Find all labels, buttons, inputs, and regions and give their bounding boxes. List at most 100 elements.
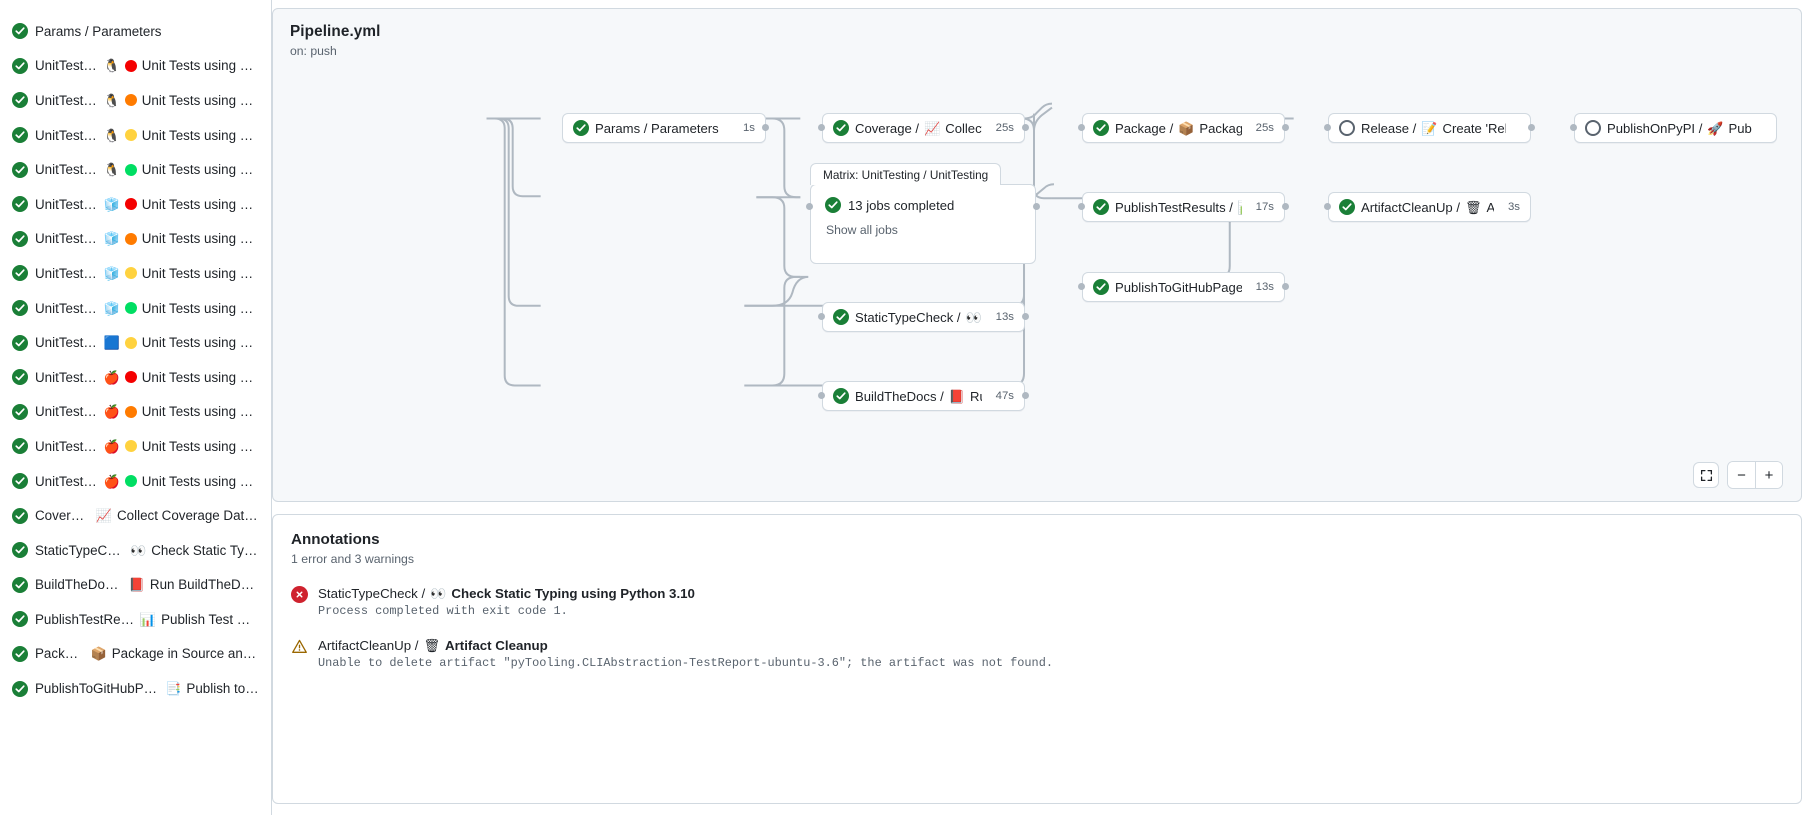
sidebar-item-label: UnitTesting / 🐧Unit Tests using Pyth... — [35, 128, 259, 143]
sidebar-item-job[interactable]: UnitTesting / 🧊Unit Tests using Pyth... — [4, 187, 267, 222]
job-name: UnitTesting / — [35, 231, 99, 247]
node-port-out — [1033, 203, 1040, 210]
success-icon — [12, 645, 28, 662]
graph-node-publishonpypi[interactable]: PublishOnPyPI / 🚀Publish to ... — [1574, 113, 1777, 143]
os-emoji-icon: 🧊 — [103, 231, 120, 247]
annotations-card: Annotations 1 error and 3 warnings Stati… — [272, 514, 1802, 804]
memo-emoji-icon: 📝 — [1421, 120, 1438, 136]
job-step-name: Publish Test Resu... — [161, 611, 259, 627]
success-icon — [1339, 199, 1355, 215]
job-name: PublishTestResults / — [35, 611, 135, 627]
python-version-dot-icon — [124, 267, 137, 280]
graph-node-params[interactable]: Params / Parameters 1s — [562, 113, 766, 143]
success-icon — [12, 611, 28, 628]
job-step-name: Unit Tests using Pyth... — [141, 335, 259, 351]
graph-node-package[interactable]: Package / 📦Package in So... 25s — [1082, 113, 1285, 143]
sidebar-item-label: BuildTheDocs / 📕Run BuildTheDocs — [35, 577, 259, 592]
sidebar-item-label: UnitTesting / 🐧Unit Tests using Pyth... — [35, 93, 259, 108]
zoom-in-button[interactable]: + — [1755, 462, 1782, 488]
sidebar-item-job[interactable]: UnitTesting / 🧊 Unit Tests using Pyth... — [4, 222, 267, 257]
node-port-out — [1282, 283, 1289, 290]
node-port-out — [1528, 124, 1535, 131]
graph-node-coverage[interactable]: Coverage / 📈Collect Cove... 25s — [822, 113, 1025, 143]
success-icon — [12, 369, 28, 386]
node-label: Release / 📝Create 'Release P... — [1361, 120, 1506, 136]
job-name: UnitTesting / — [35, 473, 99, 489]
graph-node-publishtestresults[interactable]: PublishTestResults / 📊Pu... 17s — [1082, 192, 1285, 222]
sidebar-item-job[interactable]: BuildTheDocs / 📕Run BuildTheDocs — [4, 568, 267, 603]
package-emoji-icon: 📦 — [1178, 120, 1195, 136]
job-name: PublishToGitHubPages / — [35, 681, 161, 697]
sidebar-item-job[interactable]: UnitTesting / 🍎Unit Tests using Pyth... — [4, 429, 267, 464]
success-icon — [1093, 199, 1109, 215]
sidebar-item-job[interactable]: UnitTesting / 🐧Unit Tests using Pyth... — [4, 49, 267, 84]
node-port-in — [818, 313, 825, 320]
matrix-jobs-count: 13 jobs completed — [848, 197, 955, 213]
job-step-name: Unit Tests using Pyth... — [141, 231, 259, 247]
sidebar-item-job[interactable]: PublishTestResults / 📊Publish Test Resu.… — [4, 602, 267, 637]
workflow-graph-card[interactable]: Pipeline.yml on: push — [272, 8, 1802, 502]
sidebar-item-job[interactable]: Params / Parameters — [4, 14, 267, 49]
job-name: UnitTesting / — [35, 127, 99, 143]
show-all-jobs-link[interactable]: Show all jobs — [826, 223, 898, 237]
sidebar-item-job[interactable]: UnitTesting / 🍎Unit Tests using Pyth... — [4, 464, 267, 499]
graph-zoom-controls[interactable]: − + — [1693, 461, 1783, 489]
sidebar-item-job[interactable]: UnitTesting / 🐧Unit Tests using Pyth... — [4, 152, 267, 187]
sidebar-item-job[interactable]: PublishToGitHubPages / 📑Publish to G... — [4, 671, 267, 706]
job-step-name: Check Static Typing... — [151, 542, 259, 558]
os-emoji-icon: 📕 — [128, 577, 145, 593]
success-icon — [12, 196, 28, 213]
chart-emoji-icon: 📈 — [924, 120, 941, 136]
node-duration: 3s — [1507, 201, 1520, 213]
graph-node-matrix[interactable]: Matrix: UnitTesting / UnitTesting 13 job… — [810, 163, 1036, 264]
node-label: PublishToGitHubPages / 📑... — [1115, 279, 1242, 295]
python-version-dot-icon — [124, 336, 137, 349]
python-version-dot-icon — [124, 129, 137, 142]
eyes-emoji-icon: 👀 — [430, 586, 447, 601]
annotations-title: Annotations — [291, 531, 380, 548]
sidebar-item-job[interactable]: UnitTesting / 🧊Unit Tests using Pyth... — [4, 291, 267, 326]
graph-node-artifactcleanup[interactable]: ArtifactCleanUp / 🗑Artifac... 3s — [1328, 192, 1531, 222]
node-duration: 25s — [1255, 122, 1274, 134]
success-icon — [12, 230, 28, 247]
graph-node-release[interactable]: Release / 📝Create 'Release P... — [1328, 113, 1531, 143]
annotation-job: ArtifactCleanUp / 🗑Artifact Cleanup — [318, 638, 548, 653]
trash-emoji-icon: 🗑 — [423, 638, 441, 653]
book-emoji-icon: 📕 — [948, 388, 965, 404]
python-version-dot-icon — [124, 405, 137, 418]
zoom-out-button[interactable]: − — [1728, 462, 1755, 488]
zoom-button-group[interactable]: − + — [1727, 461, 1783, 489]
annotation-item[interactable]: ArtifactCleanUp / 🗑Artifact Cleanup Unab… — [291, 638, 1783, 670]
sidebar-item-job[interactable]: UnitTesting / 🟦Unit Tests using Pyth... — [4, 325, 267, 360]
success-icon — [12, 403, 28, 420]
os-emoji-icon: 📦 — [90, 646, 107, 662]
graph-node-publishtogithubpages[interactable]: PublishToGitHubPages / 📑... 13s — [1082, 272, 1285, 302]
sidebar-item-job[interactable]: UnitTesting / 🍎Unit Tests using Pyth... — [4, 395, 267, 430]
sidebar-item-job[interactable]: UnitTesting / 🐧Unit Tests using Pyth... — [4, 83, 267, 118]
sidebar-item-job[interactable]: UnitTesting / 🍎Unit Tests using Pyth... — [4, 360, 267, 395]
os-emoji-icon: 🍎 — [103, 473, 120, 489]
os-emoji-icon: 🍎 — [103, 369, 120, 385]
annotation-item[interactable]: StaticTypeCheck / 👀Check Static Typing u… — [291, 586, 1783, 618]
sidebar-item-label: Package / 📦Package in Source and Wh... — [35, 646, 259, 661]
sidebar-item-job[interactable]: StaticTypeCheck / 👀Check Static Typing..… — [4, 533, 267, 568]
node-label: PublishOnPyPI / 🚀Publish to ... — [1607, 120, 1752, 136]
node-port-in — [818, 124, 825, 131]
node-duration: 1s — [742, 122, 755, 134]
sidebar-item-job[interactable]: UnitTesting / 🐧Unit Tests using Pyth... — [4, 118, 267, 153]
sidebar-item-job[interactable]: Package / 📦Package in Source and Wh... — [4, 637, 267, 672]
sidebar-item-job[interactable]: UnitTesting / 🧊Unit Tests using Pyth... — [4, 256, 267, 291]
annotations-summary: 1 error and 3 warnings — [291, 552, 415, 566]
fullscreen-icon[interactable] — [1693, 462, 1719, 488]
node-label: Package / 📦Package in So... — [1115, 120, 1242, 136]
success-icon — [12, 23, 28, 40]
job-step-name: Unit Tests using Pyth... — [141, 92, 259, 108]
sidebar-item-job[interactable]: Coverage / 📈Collect Coverage Data usi... — [4, 498, 267, 533]
graph-header: Pipeline.yml on: push — [273, 9, 1801, 58]
graph-node-statictypecheck[interactable]: StaticTypeCheck / 👀Chec... 13s — [822, 302, 1025, 332]
graph-node-buildthedocs[interactable]: BuildTheDocs / 📕Run Buil... 47s — [822, 381, 1025, 411]
annotation-message: Process completed with exit code 1. — [318, 604, 568, 618]
